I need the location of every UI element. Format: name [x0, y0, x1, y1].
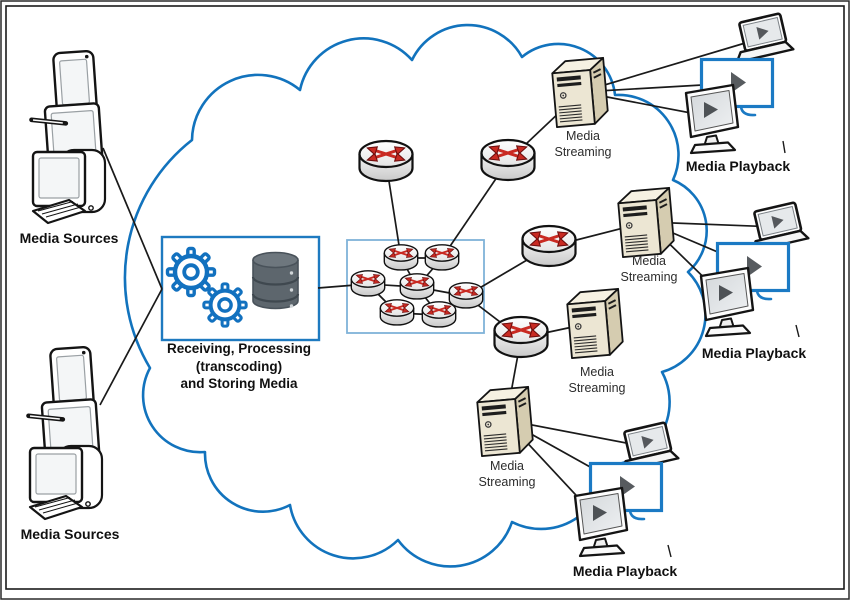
streaming-label-3a: Media [580, 365, 614, 379]
tower-server-icon [475, 385, 535, 458]
streaming-label-1a: Media [566, 129, 600, 143]
edge-server1-laptop [580, 37, 763, 93]
streaming-label-2b: Streaming [621, 270, 678, 284]
stray-tick [795, 324, 800, 338]
edge-sources-bottom [99, 288, 163, 406]
media-playback-top-label: Media Playback [686, 158, 790, 174]
router-icon [351, 271, 384, 296]
tower-server-icon [565, 287, 625, 360]
router-icon [384, 245, 417, 270]
media-sources-bottom-label: Media Sources [21, 526, 120, 542]
media-playback-bottom-label: Media Playback [573, 563, 677, 579]
router-icon [422, 302, 455, 327]
database-icon [251, 251, 300, 310]
stray-ticks [667, 140, 800, 558]
edge-sources-top [102, 147, 163, 290]
gear-icon [201, 281, 249, 329]
streaming-label-3b: Streaming [569, 381, 626, 395]
tower-server-icon [550, 56, 610, 129]
tower-server-icon [616, 186, 676, 259]
streaming-label-4a: Media [490, 459, 524, 473]
router-icon [400, 274, 433, 299]
processing-label-line1: Receiving, Processing [167, 341, 311, 356]
processing-label-line2: (transcoding) [196, 359, 282, 374]
router-icon [425, 245, 458, 270]
streaming-label-4b: Streaming [479, 475, 536, 489]
media-playback-middle-label: Media Playback [702, 345, 806, 361]
router-icon [360, 141, 413, 181]
media-sources-top-label: Media Sources [20, 230, 119, 246]
streaming-label-1b: Streaming [555, 145, 612, 159]
stray-tick [782, 140, 786, 154]
router-icon [380, 300, 413, 325]
stray-tick [667, 544, 672, 558]
streaming-label-2a: Media [632, 254, 666, 268]
router-icon [449, 283, 482, 308]
router-icon [495, 317, 548, 357]
router-icon [523, 226, 576, 266]
router-icon [482, 140, 535, 180]
processing-label-line3: and Storing Media [180, 376, 297, 391]
gear-icon [168, 249, 215, 296]
